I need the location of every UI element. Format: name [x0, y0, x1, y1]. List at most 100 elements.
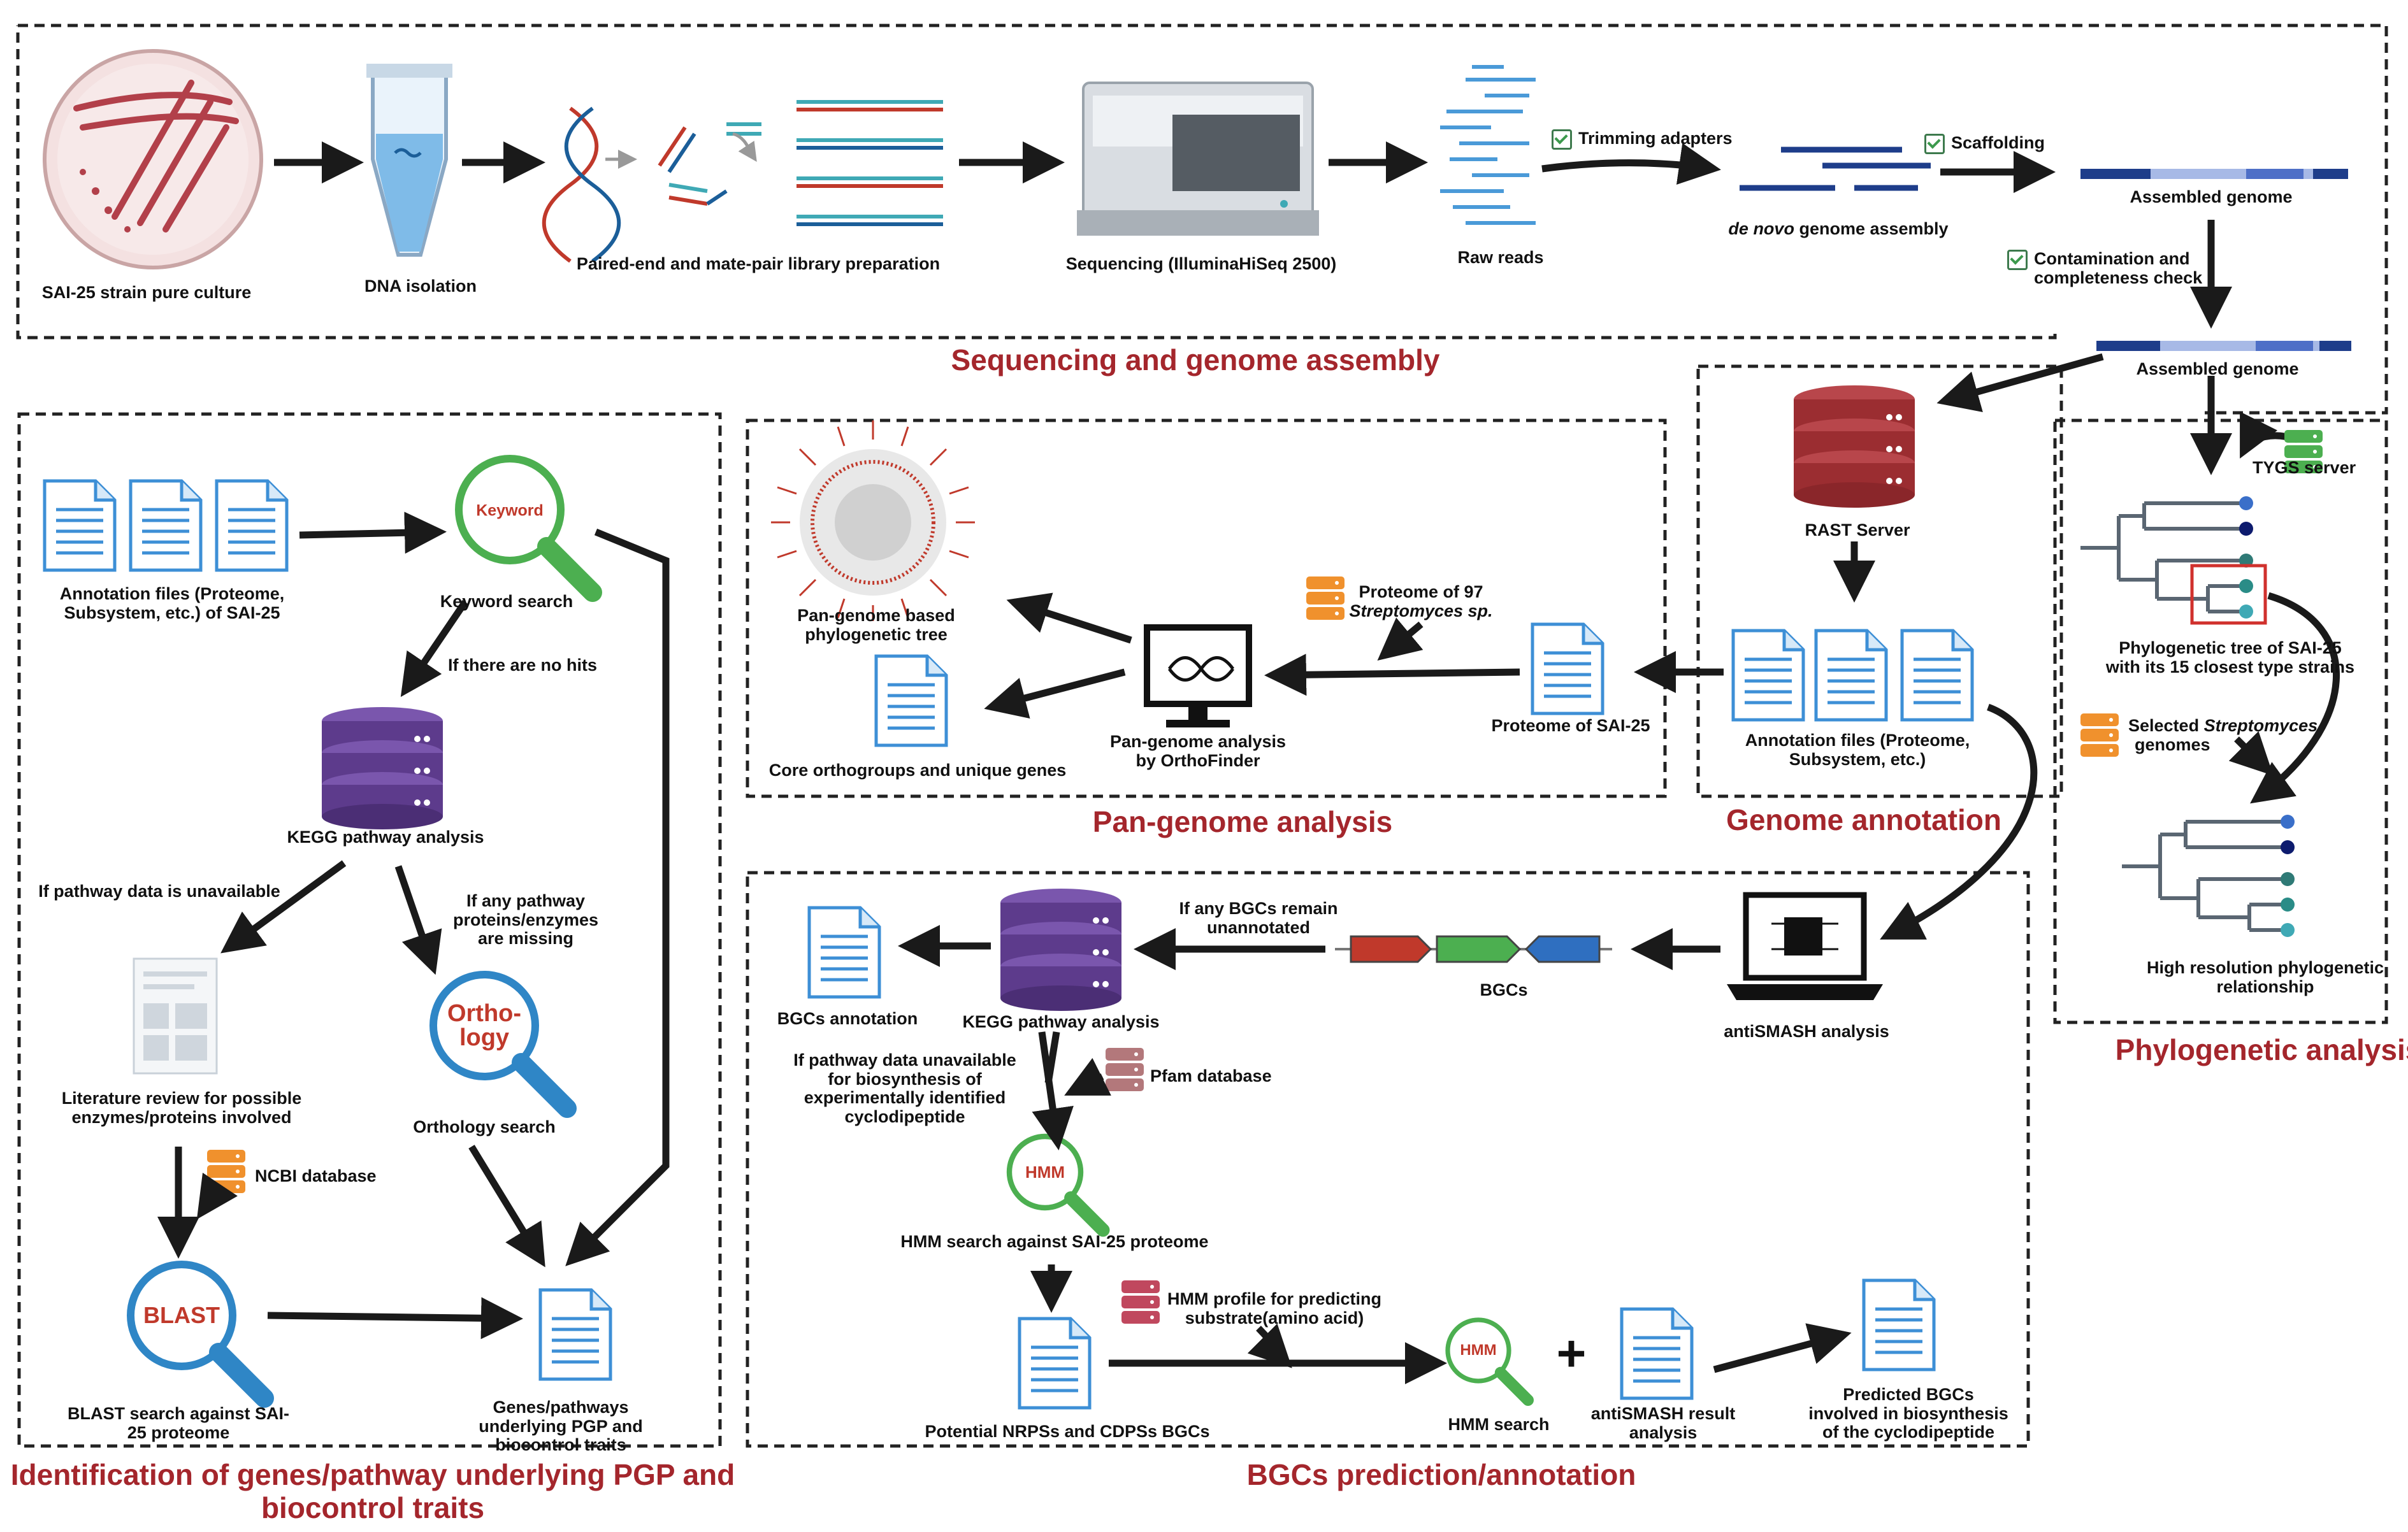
check-contamination: Contamination and completeness check: [2007, 249, 2211, 287]
potential-doc-icon: [1020, 1319, 1090, 1408]
label-annot-files-sai: Annotation files (Proteome, Subsystem, e…: [59, 584, 285, 622]
arrow-ncbi-blast: [196, 1172, 238, 1220]
label-library-prep: Paired-end and mate-pair library prepara…: [576, 254, 941, 273]
check-icon: [1552, 129, 1572, 150]
keyword-magnifier-icon: [459, 459, 593, 592]
label-pure-culture: SAI-25 strain pure culture: [41, 283, 252, 302]
check-trimming: Trimming adapters: [1552, 129, 1733, 150]
orthofinder-computer-icon: [1147, 627, 1249, 727]
literature-icon: [133, 957, 218, 1075]
dna-helix-icon: [542, 106, 621, 263]
phylo-tree-icon-2: [2122, 822, 2288, 930]
sequencing-box: [16, 24, 2388, 415]
label-unavailable: If pathway data is unavailable: [38, 882, 280, 901]
arrow-kegg-hmm: [1032, 1031, 1074, 1150]
arrow-files-antismash: [1880, 703, 2038, 940]
label-tygs: TYGS server: [2253, 458, 2356, 477]
raw-reads-icon: [1440, 65, 1536, 225]
dna-screen-icon: [1167, 656, 1235, 682]
label-remain: If any BGCs remain unannotated: [1179, 899, 1338, 937]
label-denovo: de novo genome assembly: [1728, 219, 1949, 238]
pfam-db-icon: [1106, 1048, 1144, 1091]
label-pfam: Pfam database: [1150, 1066, 1272, 1085]
label-keyword-search: Keyword search: [440, 592, 573, 611]
arrow-orthology-genes: [468, 1145, 545, 1268]
orthology-icon-text: Ortho-logy: [447, 1000, 522, 1051]
tree1-dots: [2239, 496, 2253, 619]
arrow-keyword-genes: [565, 528, 670, 1266]
label-predicted: Predicted BGCs involved in biosynthesis …: [1808, 1385, 2008, 1442]
section-title-phylogenetic: Phylogenetic analysis: [2115, 1033, 2408, 1066]
label-kegg-2: KEGG pathway analysis: [962, 1012, 1160, 1031]
label-hmm-profile: HMM profile for predicting substrate(ami…: [1167, 1289, 1381, 1328]
arrow-orthofinder-tree: [1006, 592, 1132, 644]
arrow-selected-hires: [2228, 731, 2274, 776]
label-hmm-search: HMM search: [1448, 1415, 1550, 1434]
label-assembled-1: Assembled genome: [2130, 187, 2293, 206]
proteome-97-db-icon: [1306, 576, 1345, 620]
arrow-files-keyword: [299, 512, 447, 554]
arrow-profile-hmm2: [1247, 1323, 1292, 1368]
bgc-box: [746, 871, 2030, 1448]
check-icon: [2007, 250, 2028, 270]
arrow-97-orthofinder: [1377, 617, 1424, 661]
check-icon: [1924, 134, 1945, 154]
label-antismash-result: antiSMASH result analysis: [1590, 1404, 1736, 1442]
library-reads-icon: [797, 100, 943, 226]
label-proteome-sai: Proteome of SAI-25: [1491, 716, 1650, 735]
contigs-icon: [1740, 147, 1931, 191]
label-orthofinder: Pan-genome analysis by OrthoFinder: [1109, 732, 1287, 770]
arrow-kegg-literature: [220, 860, 347, 954]
label-hmm-search-sai: HMM search against SAI-25 proteome: [900, 1232, 1209, 1251]
hmm-magnifier-icon-1: [1009, 1136, 1103, 1230]
keyword-icon-text: Keyword: [476, 501, 544, 520]
arrow-pfam-hmm: [1064, 1057, 1111, 1096]
highlight-box: [2190, 564, 2267, 625]
rast-database-icon: [1794, 385, 1915, 508]
kegg-db-icon-2: [1000, 889, 1121, 1011]
arrow-keyword-kegg: [400, 599, 468, 698]
label-no-hits: If there are no hits: [447, 655, 598, 675]
arrow-reads-assembly: [1541, 143, 1721, 185]
sequencer-icon: [1077, 82, 1319, 236]
tree2-dots: [2281, 815, 2295, 937]
label-tree1: Phylogenetic tree of SAI-25 with its 15 …: [2105, 638, 2355, 677]
arrow-orthofinder-core: [984, 668, 1126, 719]
label-missing: If any pathway proteins/enzymes are miss…: [452, 891, 599, 949]
arrow-tree-selected: [2250, 592, 2340, 804]
genes-doc-icon: [540, 1290, 610, 1379]
annot-file-icon-a: [45, 481, 115, 570]
predicted-doc-icon: [1864, 1280, 1934, 1370]
tube-icon: [366, 64, 452, 257]
label-literature: Literature review for possible enzymes/p…: [61, 1089, 302, 1127]
circular-tree-icon: [771, 420, 975, 621]
kegg-db-icon-1: [322, 707, 443, 829]
label-annotation-files: Annotation files (Proteome, Subsystem, e…: [1745, 731, 1970, 769]
arrow-blast-genes: [267, 1297, 523, 1340]
label-raw-reads: Raw reads: [1457, 248, 1544, 267]
check-scaffolding: Scaffolding: [1924, 133, 2045, 154]
section-title-pangenome: Pan-genome analysis: [1092, 805, 1393, 838]
identification-box: [17, 412, 722, 1448]
label-orthology-search: Orthology search: [413, 1117, 556, 1136]
label-bgc-unavailable: If pathway data unavailable for biosynth…: [793, 1050, 1016, 1127]
phylo-tree-icon-1: [2080, 503, 2246, 612]
annotation-file-icon-2: [1816, 631, 1886, 720]
annot-file-icon-b: [131, 481, 201, 570]
section-title-sequencing: Sequencing and genome assembly: [951, 343, 1440, 376]
annot-file-icon-c: [217, 481, 287, 570]
annotation-file-icon-3: [1902, 631, 1972, 720]
plus-sign: +: [1556, 1325, 1587, 1382]
section-title-annotation: Genome annotation: [1726, 803, 2001, 836]
label-bgc-annotation: BGCs annotation: [777, 1009, 918, 1028]
bgc-annotation-doc-icon: [809, 908, 879, 997]
annotation-file-icon-1: [1733, 631, 1803, 720]
blast-icon-text: BLAST: [143, 1302, 220, 1328]
label-ncbi: NCBI database: [255, 1166, 377, 1185]
arrow-kegg-orthology: [394, 865, 442, 975]
label-sequencing: Sequencing (IlluminaHiSeq 2500): [1065, 254, 1337, 273]
label-dna-isolation: DNA isolation: [364, 276, 477, 296]
arrow-result-predicted: [1713, 1323, 1852, 1373]
